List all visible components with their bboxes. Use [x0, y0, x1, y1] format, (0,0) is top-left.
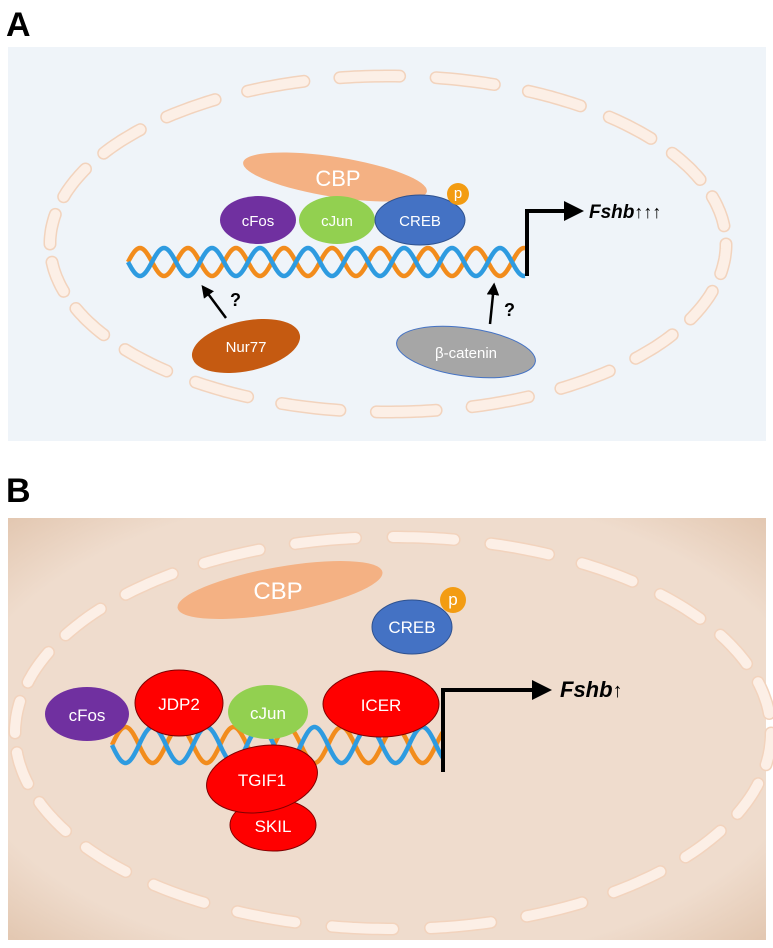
- icer-protein: [322, 670, 440, 738]
- panel-a-background: [8, 47, 766, 441]
- cfos-label-a: cFos: [242, 213, 275, 230]
- nuclear-membrane-a: [43, 69, 733, 419]
- membrane-segment-inner: [630, 329, 678, 364]
- cbp-label-b: CBP: [253, 578, 302, 605]
- creb-protein-b: [371, 599, 453, 655]
- membrane-segment-inner: [199, 544, 265, 569]
- nur77-question: ?: [230, 290, 241, 310]
- panel-a-letter: A: [6, 6, 31, 44]
- cjun-protein-a: [299, 196, 375, 244]
- membrane-segment-inner: [47, 257, 69, 297]
- cjun-protein-b: [228, 685, 308, 739]
- membrane-segment-inner: [753, 677, 773, 719]
- membrane-segment-inner: [715, 239, 731, 279]
- nur77-arrow: [201, 284, 228, 319]
- jdp2-label: JDP2: [158, 695, 200, 714]
- membrane-segment-inner: [10, 696, 25, 738]
- gene-label-b: Fshb↑: [560, 677, 623, 702]
- creb-protein-a: [374, 194, 466, 246]
- gene-label-a: Fshb↑↑↑: [589, 202, 661, 223]
- dna-strand-orange: [126, 245, 526, 279]
- phospho-marker-b: [440, 587, 466, 613]
- membrane-segment-inner: [276, 398, 345, 416]
- cbp-label-a: CBP: [315, 166, 360, 191]
- transcription-arrow-b: [441, 680, 552, 772]
- cfos-protein-a: [220, 196, 296, 244]
- membrane-segment-inner: [604, 112, 656, 144]
- membrane-segment-inner: [290, 533, 361, 549]
- membrane-segment-inner: [242, 76, 309, 97]
- membrane-segment-inner: [98, 124, 146, 159]
- cfos-protein-b: [45, 687, 129, 741]
- bcatenin-protein: [396, 325, 536, 379]
- cbp-protein-b: [177, 561, 383, 619]
- membrane-segment-inner: [148, 879, 209, 908]
- transcription-arrow-a: [525, 201, 584, 276]
- membrane-segment-inner: [425, 917, 496, 933]
- tgif1-protein: [206, 744, 318, 814]
- membrane-segment-inner: [11, 747, 33, 789]
- membrane-segment-inner: [523, 86, 586, 111]
- membrane-segment-inner: [485, 538, 554, 560]
- membrane-segment-inner: [58, 164, 91, 202]
- panel-b-letter: B: [6, 472, 31, 510]
- dna-helix-a: [126, 245, 526, 279]
- phospho-label-a: p: [454, 185, 462, 202]
- cjun-label-b: cJun: [250, 704, 286, 723]
- cjun-label-a: cJun: [321, 213, 353, 230]
- bcatenin-arrow: [486, 282, 500, 325]
- membrane-segment-inner: [232, 906, 301, 928]
- tgif1-label: TGIF1: [238, 771, 286, 790]
- membrane-segment-inner: [680, 826, 726, 863]
- membrane-segment-inner: [70, 303, 109, 340]
- membrane-segment-inner: [732, 778, 764, 819]
- membrane-segment-inner: [81, 842, 131, 877]
- membrane-segment-inner: [707, 191, 729, 231]
- membrane-segment-inner: [190, 377, 253, 402]
- membrane-segment-inner: [45, 209, 61, 249]
- membrane-segment-inner: [388, 532, 460, 545]
- cbp-protein-a: [243, 152, 427, 202]
- phospho-marker-a: [447, 183, 469, 205]
- membrane-segment-inner: [608, 866, 666, 898]
- membrane-segment-inner: [577, 558, 638, 587]
- cfos-label-b: cFos: [69, 706, 106, 725]
- membrane-segment-inner: [120, 568, 178, 600]
- phospho-label-b: p: [448, 590, 457, 609]
- membrane-segment-inner: [685, 286, 718, 324]
- nur77-protein: [191, 319, 301, 373]
- bcatenin-label: β-catenin: [435, 345, 497, 362]
- icer-label: ICER: [361, 696, 402, 715]
- membrane-segment-inner: [655, 589, 705, 624]
- membrane-segment-inner: [22, 647, 54, 688]
- membrane-segment-inner: [34, 797, 71, 836]
- membrane-segment-inner: [555, 366, 615, 394]
- dna-strand-blue: [126, 245, 526, 279]
- nur77-label: Nur77: [226, 339, 267, 356]
- skil-label: SKIL: [255, 817, 292, 836]
- membrane-segment-inner: [120, 344, 172, 376]
- creb-label-a: CREB: [399, 213, 441, 230]
- membrane-segment-inner: [761, 728, 773, 770]
- membrane-segment-inner: [161, 94, 221, 122]
- membrane-segment-inner: [667, 148, 706, 185]
- creb-label-b: CREB: [388, 618, 435, 637]
- membrane-segment-inner: [431, 72, 500, 90]
- membrane-segment-inner: [326, 921, 398, 934]
- nuclear-membrane-b: [8, 530, 773, 936]
- membrane-segment-inner: [371, 405, 442, 417]
- bcatenin-question: ?: [504, 300, 515, 320]
- membrane-segment-inner: [334, 71, 405, 83]
- jdp2-protein: [134, 669, 224, 737]
- panel-a: A CBP cFos cJun CREB p Fshb↑↑↑ ? Nur77 ?…: [6, 6, 766, 441]
- membrane-segment-inner: [715, 630, 752, 669]
- membrane-segment-inner: [521, 897, 587, 922]
- panel-b: B CBP CREB p cFos cJun JDP2 ICER SKIL TG…: [6, 472, 773, 940]
- membrane-segment-inner: [467, 391, 534, 412]
- membrane-segment-inner: [60, 603, 106, 640]
